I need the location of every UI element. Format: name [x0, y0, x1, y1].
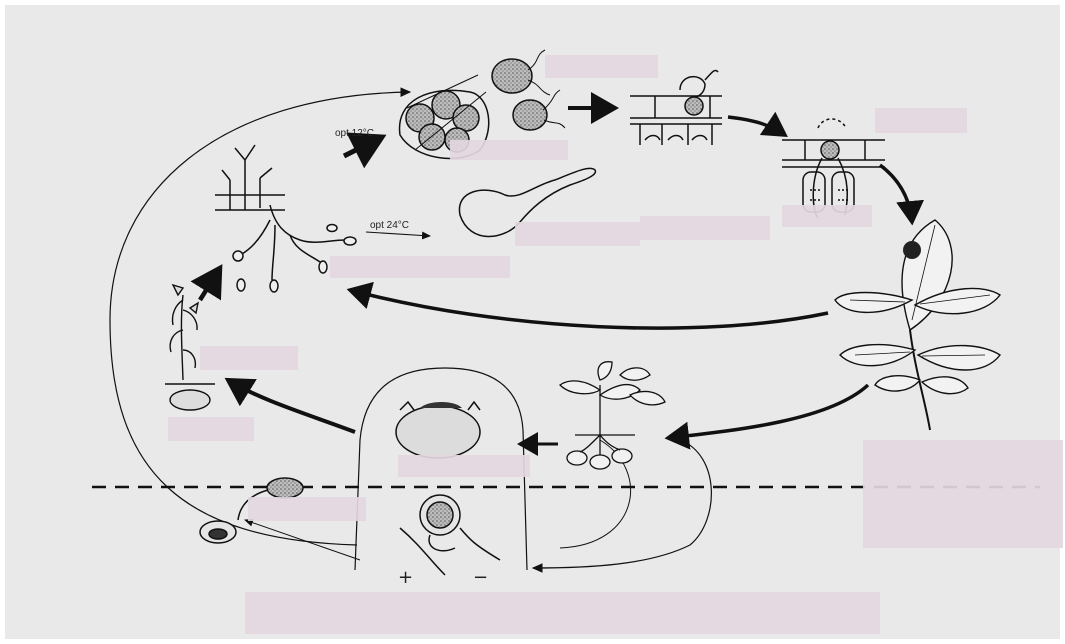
infected-tuber: [396, 402, 480, 458]
label-box-oospore-germination: [248, 497, 366, 521]
label-box-infected-plant: [200, 346, 298, 370]
arrow-direct-germination: [366, 232, 430, 236]
arrow-to-sporangia: [344, 137, 382, 156]
label-box-haustoria: [782, 205, 872, 227]
mating-type-plus: +: [398, 567, 413, 588]
arrow-to-germinating-oospore: [245, 520, 360, 560]
arrow-leaf-to-tubers: [668, 385, 868, 438]
arrow-infection-to-leaf: [880, 165, 912, 222]
arrow-penetration-to-infection: [728, 117, 785, 135]
oospore: [400, 495, 500, 575]
arrow-leaf-to-sporangiophore: [350, 290, 828, 328]
label-box-leaf-blight: [863, 440, 1063, 548]
label-box-infection: [875, 108, 967, 133]
label-box-sporangia: [450, 140, 568, 160]
temperature-low-label: opt 12°C: [335, 128, 374, 139]
label-box-infected-tuber: [168, 417, 254, 441]
potato-plant-with-tubers: [560, 362, 665, 469]
leaf-penetration: [630, 70, 722, 145]
infection-hyphae: [782, 119, 885, 218]
temperature-high-label: opt 24°C: [370, 220, 409, 231]
infected-potato-leaf: [835, 220, 1000, 430]
label-box-direct-germination-2: [640, 216, 770, 240]
outer-cycle-arc: [110, 92, 410, 545]
label-box-direct-germination-1: [515, 222, 640, 246]
mating-type-minus: −: [473, 567, 488, 588]
label-box-tuber-stage: [398, 455, 530, 477]
arrow-plant-to-sporangiophore: [200, 268, 220, 300]
label-box-sexual-reproduction: [245, 592, 880, 634]
label-box-sporangiophore: [330, 256, 510, 278]
label-box-zoospores: [545, 55, 658, 78]
